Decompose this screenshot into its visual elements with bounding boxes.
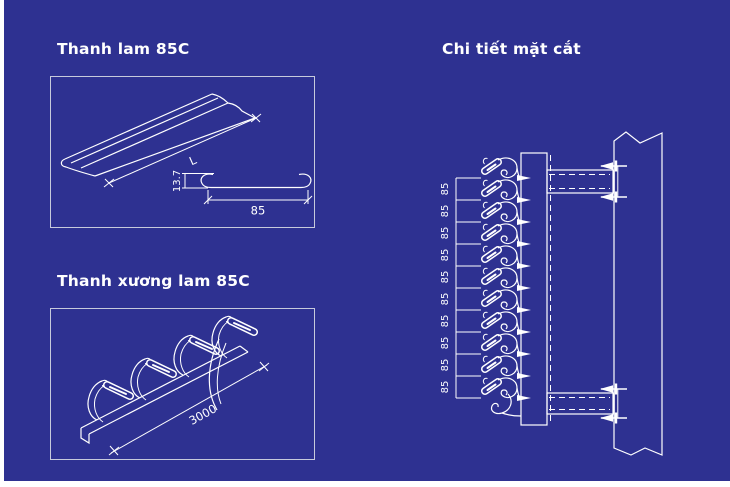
profile-width-label: 85 xyxy=(251,204,266,218)
fastener-dart-icon xyxy=(517,395,531,401)
louver-clip xyxy=(483,356,522,377)
fastener-dart-icon xyxy=(517,241,531,247)
louver-clip xyxy=(483,334,522,355)
panel-title-thanh-xuong-lam: Thanh xương lam 85C xyxy=(57,272,250,290)
spacing-dim-label: 85 xyxy=(440,249,451,262)
panel-title-thanh-lam: Thanh lam 85C xyxy=(57,40,190,58)
thanh-lam-drawing-box: L 13.7 85 xyxy=(50,76,315,228)
louver-clip xyxy=(483,268,522,289)
panel-title-section-detail: Chi tiết mặt cắt xyxy=(442,40,581,58)
fastener-dart-icon xyxy=(517,263,531,269)
rail-length-label: 3000 xyxy=(187,401,219,427)
support-rail xyxy=(80,345,249,445)
spacing-dim-label: 85 xyxy=(440,381,451,394)
bottom-bracket xyxy=(546,382,629,425)
louver-clip xyxy=(483,246,522,267)
louver-clip xyxy=(483,224,522,245)
blade-curve xyxy=(208,338,227,411)
spacing-dim-label: 85 xyxy=(440,205,451,218)
top-bracket xyxy=(546,159,629,204)
slat-profile-section: 13.7 85 xyxy=(172,170,313,218)
louver-clip xyxy=(483,378,522,399)
spacing-dim-label: 85 xyxy=(440,183,451,196)
spacing-dimension-chain: 85 85 85 85 85 85 85 85 85 85 xyxy=(440,177,481,399)
fastener-dart-icon xyxy=(517,219,531,225)
slat-length-label: L xyxy=(187,153,199,169)
rail-length-dimension: 3000 xyxy=(108,361,270,456)
spacing-dim-label: 85 xyxy=(440,227,451,240)
louver-clip xyxy=(483,312,522,333)
fastener-dart-icon xyxy=(517,175,531,181)
fastener-dart-icon xyxy=(517,329,531,335)
louver-clip xyxy=(483,202,522,223)
spacing-dim-label: 85 xyxy=(440,271,451,284)
profile-height-label: 13.7 xyxy=(172,170,183,192)
louver-clip xyxy=(483,290,522,311)
louver-clip xyxy=(483,158,522,179)
rail-end-cap xyxy=(490,393,522,417)
slat-isometric-and-profile-drawing: L 13.7 85 xyxy=(60,93,313,218)
spacing-dim-label: 85 xyxy=(440,359,451,372)
blueprint-canvas: Thanh lam 85C xyxy=(4,0,730,481)
rail-isometric-drawing: 3000 xyxy=(80,309,270,456)
louver-clip xyxy=(483,180,522,201)
spacing-dim-label: 85 xyxy=(440,337,451,350)
thanh-xuong-lam-drawing-box: 3000 xyxy=(50,308,315,460)
spacing-dim-label: 85 xyxy=(440,293,451,306)
fastener-dart-icon xyxy=(517,351,531,357)
fastener-dart-icon xyxy=(517,197,531,203)
rail-clips xyxy=(88,316,254,422)
structural-column xyxy=(613,131,663,456)
fastener-dart-icon xyxy=(517,373,531,379)
fastener-dart-icon xyxy=(517,285,531,291)
spacing-dim-label: 85 xyxy=(440,315,451,328)
section-detail-drawing: 85 85 85 85 85 85 85 85 85 85 xyxy=(440,131,663,456)
slat-isometric xyxy=(60,93,256,177)
clip-column xyxy=(483,158,531,401)
fastener-dart-icon xyxy=(517,307,531,313)
